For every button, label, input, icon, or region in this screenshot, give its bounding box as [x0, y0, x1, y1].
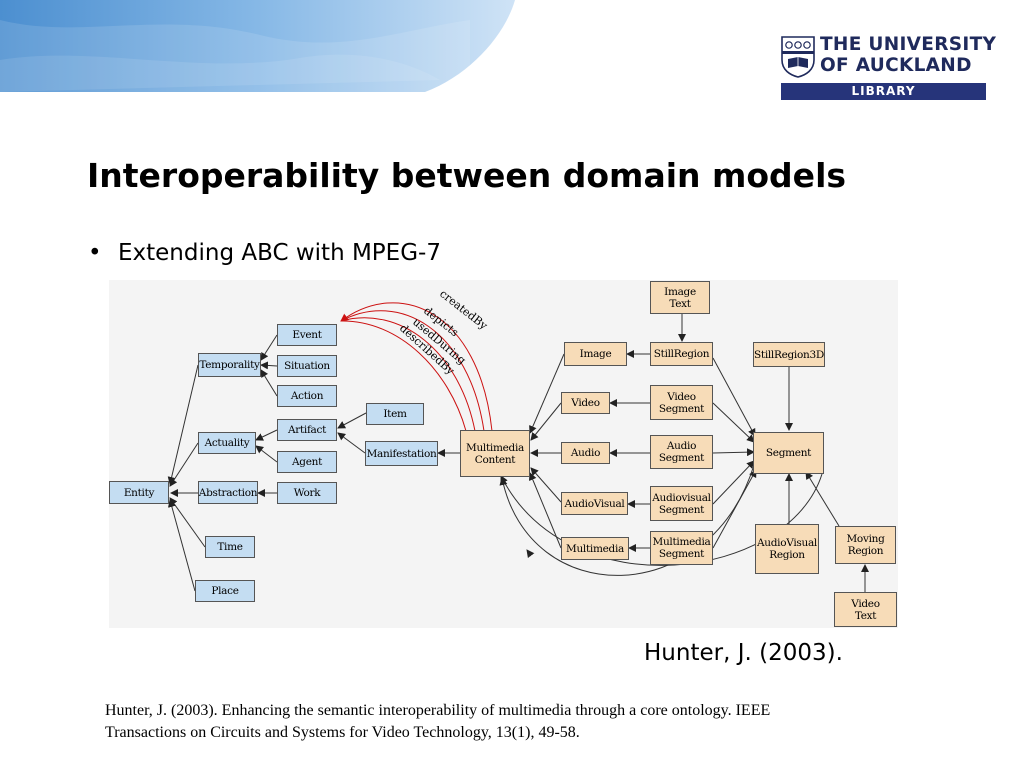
node-still-region: StillRegion	[650, 342, 713, 366]
node-audiovisual: AudioVisual	[561, 492, 628, 515]
node-segment: Segment	[753, 432, 824, 474]
node-audio-segment: Audio Segment	[650, 435, 713, 469]
node-place: Place	[195, 580, 255, 602]
university-crest-icon	[781, 36, 815, 78]
bullet-item: • Extending ABC with MPEG-7	[88, 240, 441, 266]
node-temporality: Temporality	[198, 353, 261, 377]
node-image-text-line2: Text	[669, 297, 691, 310]
node-moving-region-line1: Moving	[846, 533, 885, 545]
node-audio-segment-line1: Audio	[666, 440, 697, 452]
node-work: Work	[277, 482, 337, 504]
node-still-region-3d: StillRegion3D	[753, 342, 825, 367]
node-audiovisual-segment-line2: Segment	[658, 503, 705, 516]
ontology-diagram: createdBy depicts usedDuring describedBy…	[109, 280, 898, 628]
node-moving-region: Moving Region	[835, 526, 896, 564]
reference-line-1: Hunter, J. (2003). Enhancing the semanti…	[105, 702, 771, 719]
node-audiovisual-region: AudioVisual Region	[755, 524, 819, 574]
slide-title: Interoperability between domain models	[87, 156, 847, 195]
reference-line-2: Transactions on Circuits and Systems for…	[105, 724, 580, 741]
node-entity: Entity	[109, 481, 169, 504]
node-video-text: Video Text	[834, 592, 897, 627]
bullet-text: Extending ABC with MPEG-7	[118, 240, 441, 266]
node-situation: Situation	[277, 355, 337, 377]
logo-library-bar: LIBRARY	[781, 83, 986, 100]
node-video: Video	[561, 392, 610, 414]
node-multimedia-segment-line2: Segment	[658, 548, 705, 560]
node-action: Action	[277, 385, 337, 407]
node-artifact: Artifact	[277, 419, 337, 441]
node-image-text: Image Text	[650, 281, 710, 314]
node-audiovisual-segment: Audiovisual Segment	[650, 486, 713, 521]
node-actuality: Actuality	[198, 432, 256, 454]
node-video-segment-line2: Segment	[658, 402, 705, 415]
node-image-text-line1: Image	[664, 285, 696, 298]
university-library-logo: THE UNIVERSITY OF AUCKLAND LIBRARY	[778, 34, 996, 102]
node-multimedia-segment-line1: Multimedia	[652, 536, 711, 548]
node-moving-region-line2: Region	[847, 545, 884, 557]
node-audiovisual-region-line1: AudioVisual	[757, 537, 817, 549]
node-audio-segment-line2: Segment	[658, 452, 705, 464]
node-event: Event	[277, 324, 337, 346]
node-video-text-line1: Video	[851, 597, 880, 610]
node-multimedia-segment: Multimedia Segment	[650, 531, 713, 565]
node-multimedia: Multimedia	[561, 537, 629, 560]
header-banner	[0, 0, 515, 92]
node-multimedia-content-line2: Content	[474, 453, 516, 466]
node-abstraction: Abstraction	[198, 481, 258, 504]
citation-short: Hunter, J. (2003).	[644, 640, 843, 666]
node-audiovisual-region-line2: Region	[769, 549, 805, 561]
node-audio: Audio	[561, 442, 610, 464]
diagram-edges: createdBy depicts usedDuring describedBy	[167, 287, 869, 592]
node-multimedia-content: Multimedia Content	[460, 430, 530, 477]
node-video-text-line2: Text	[854, 609, 877, 622]
node-item: Item	[366, 403, 424, 425]
node-image: Image	[564, 342, 627, 366]
node-agent: Agent	[277, 451, 337, 473]
node-manifestation: Manifestation	[365, 441, 438, 466]
node-multimedia-content-line1: Multimedia	[466, 441, 524, 454]
reference-text: Hunter, J. (2003). Enhancing the semanti…	[105, 700, 965, 744]
bullet-dot: •	[88, 240, 102, 266]
node-video-segment: Video Segment	[650, 385, 713, 420]
node-time: Time	[205, 536, 255, 558]
node-audiovisual-segment-line1: Audiovisual	[652, 491, 711, 504]
node-video-segment-line1: Video	[667, 390, 696, 403]
logo-university-text: THE UNIVERSITY	[820, 34, 997, 55]
logo-auckland-text: OF AUCKLAND	[820, 55, 972, 76]
